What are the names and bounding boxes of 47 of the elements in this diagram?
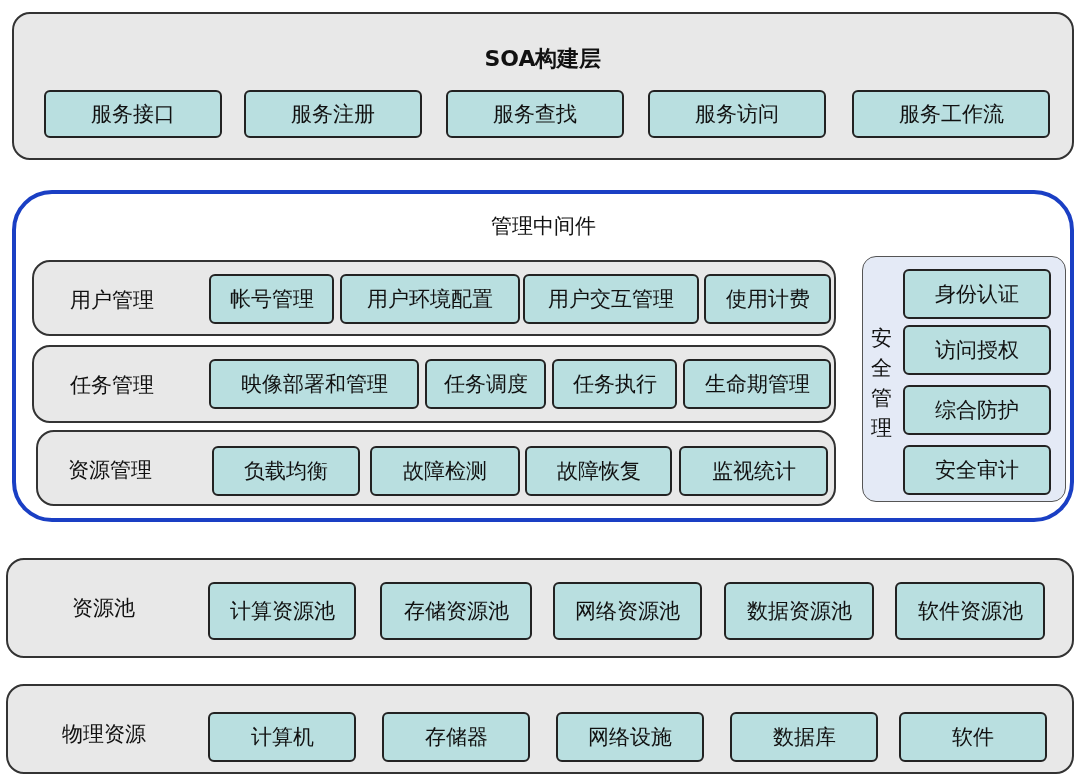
layer-title: 管理中间件 bbox=[489, 213, 597, 240]
layer-title: 安全管理 bbox=[869, 325, 893, 442]
layer-band bbox=[6, 558, 1074, 658]
module-box: 帐号管理 bbox=[209, 274, 334, 324]
module-box: 服务工作流 bbox=[852, 90, 1050, 138]
module-box: 服务查找 bbox=[446, 90, 624, 138]
module-box: 故障恢复 bbox=[525, 446, 672, 496]
layer-band bbox=[32, 260, 836, 336]
module-box: 网络资源池 bbox=[553, 582, 702, 640]
layer-title: 任务管理 bbox=[70, 372, 154, 399]
layer-band bbox=[36, 430, 836, 506]
module-box: 负载均衡 bbox=[212, 446, 360, 496]
middleware-panel bbox=[12, 190, 1074, 522]
module-box: 软件资源池 bbox=[895, 582, 1045, 640]
layer-title: 资源池 bbox=[72, 595, 135, 622]
module-box: 网络设施 bbox=[556, 712, 704, 762]
module-box: 任务执行 bbox=[552, 359, 677, 409]
security-panel bbox=[862, 256, 1066, 502]
layer-band bbox=[32, 345, 836, 423]
layer-title: 用户管理 bbox=[70, 287, 154, 314]
module-box: 软件 bbox=[899, 712, 1047, 762]
module-box: 综合防护 bbox=[903, 385, 1051, 435]
module-box: 用户环境配置 bbox=[340, 274, 520, 324]
layer-title: 资源管理 bbox=[68, 457, 152, 484]
module-box: 监视统计 bbox=[679, 446, 828, 496]
module-box: 访问授权 bbox=[903, 325, 1051, 375]
layer-band bbox=[6, 684, 1074, 774]
module-box: 数据资源池 bbox=[724, 582, 874, 640]
module-box: 使用计费 bbox=[704, 274, 831, 324]
module-box: 计算机 bbox=[208, 712, 356, 762]
layer-band bbox=[12, 12, 1074, 160]
module-box: 生命期管理 bbox=[683, 359, 831, 409]
module-box: 计算资源池 bbox=[208, 582, 356, 640]
module-box: 数据库 bbox=[730, 712, 878, 762]
module-box: 映像部署和管理 bbox=[209, 359, 419, 409]
module-box: 身份认证 bbox=[903, 269, 1051, 319]
module-box: 安全审计 bbox=[903, 445, 1051, 495]
module-box: 存储器 bbox=[382, 712, 530, 762]
module-box: 服务接口 bbox=[44, 90, 222, 138]
module-box: 服务注册 bbox=[244, 90, 422, 138]
module-box: 存储资源池 bbox=[380, 582, 532, 640]
module-box: 任务调度 bbox=[425, 359, 546, 409]
layer-title: SOA构建层 bbox=[483, 45, 603, 73]
module-box: 服务访问 bbox=[648, 90, 826, 138]
module-box: 故障检测 bbox=[370, 446, 520, 496]
module-box: 用户交互管理 bbox=[523, 274, 699, 324]
layer-title: 物理资源 bbox=[62, 721, 146, 748]
